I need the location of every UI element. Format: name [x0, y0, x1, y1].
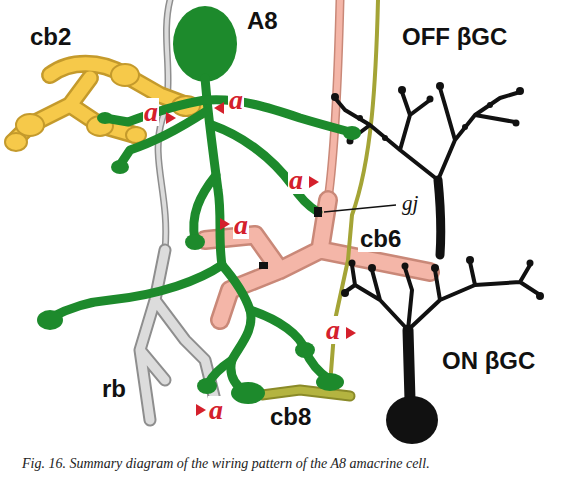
leader-line — [324, 205, 396, 212]
cone-bipolar-cb6 — [205, 0, 430, 320]
off-ganglion-cell — [331, 82, 524, 255]
gap-junction — [259, 207, 322, 269]
synapse-label: a — [228, 86, 244, 114]
cell-label: cb2 — [28, 24, 73, 50]
synapse-label: a — [288, 166, 304, 194]
synapse-label: a — [233, 211, 249, 239]
cell-label: ON βGC — [440, 348, 537, 374]
cell-label: cb6 — [358, 226, 403, 252]
synapse-label: a — [143, 98, 159, 126]
cell-label: cb8 — [268, 404, 313, 430]
synapse-arrowhead — [166, 102, 356, 416]
figure-caption: Fig. 16. Summary diagram of the wiring p… — [22, 456, 430, 473]
on-ganglion-cell — [341, 256, 544, 444]
cell-label: A8 — [245, 8, 280, 34]
a8-amacrine-cell — [37, 6, 361, 404]
gap-junction-label: gj — [400, 192, 420, 215]
synapse-label: a — [208, 396, 224, 424]
synapse-label: a — [325, 316, 341, 344]
cell-label: rb — [100, 376, 128, 402]
cell-label: OFF βGC — [400, 24, 509, 50]
cone-bipolar-cb8 — [262, 0, 378, 396]
